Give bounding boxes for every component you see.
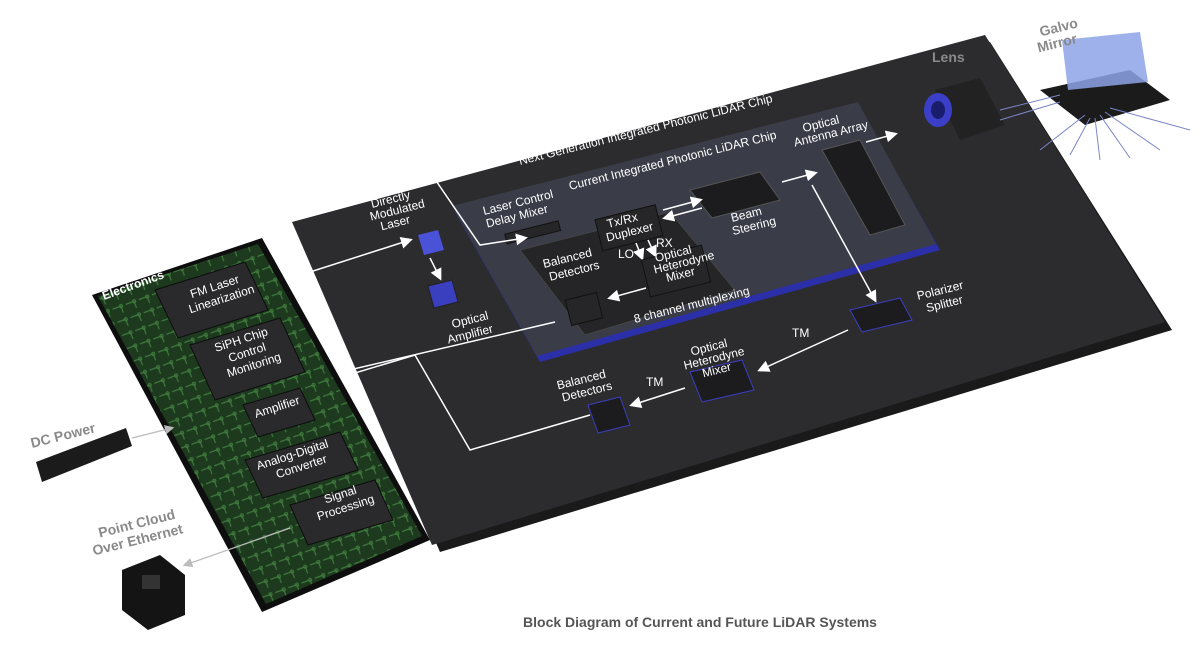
diagram-caption: Block Diagram of Current and Future LiDA… xyxy=(523,614,877,630)
galvo-mirror: GalvoMirror xyxy=(999,15,1191,161)
outer-balanced-detectors xyxy=(587,396,631,434)
dc-power: DC Power xyxy=(29,419,175,482)
laser-chip xyxy=(418,230,444,255)
lo-label: LO xyxy=(618,247,634,261)
beam-steering-chip xyxy=(689,171,781,219)
lens: Lens xyxy=(924,49,1005,140)
ic-amplifier: Amplifier xyxy=(242,387,316,438)
ic-adc: Analog-DigitalConverter xyxy=(244,431,359,499)
inner-heterodyne-mixer xyxy=(640,244,712,298)
svg-text:Analog-DigitalConverter: Analog-DigitalConverter xyxy=(255,436,335,486)
optical-amplifier-chip xyxy=(427,279,459,309)
tm-label-1: TM xyxy=(792,326,809,340)
antenna-array xyxy=(821,139,906,236)
tm-label-2: TM xyxy=(646,375,663,389)
inner-balanced-detectors xyxy=(564,291,604,327)
ic-fm-laser: FM LaserLinearization xyxy=(154,261,269,339)
rx-label: RX xyxy=(656,236,673,250)
polarizer-splitter xyxy=(849,297,913,333)
point-cloud-label: Point CloudOver Ethernet xyxy=(87,505,185,559)
inner-heterodyne-label: OpticalHeterodyneMixer xyxy=(649,237,718,287)
outer-heterodyne-mixer xyxy=(689,359,755,403)
duplexer-chip xyxy=(594,204,664,252)
lens-label: Lens xyxy=(932,49,965,65)
